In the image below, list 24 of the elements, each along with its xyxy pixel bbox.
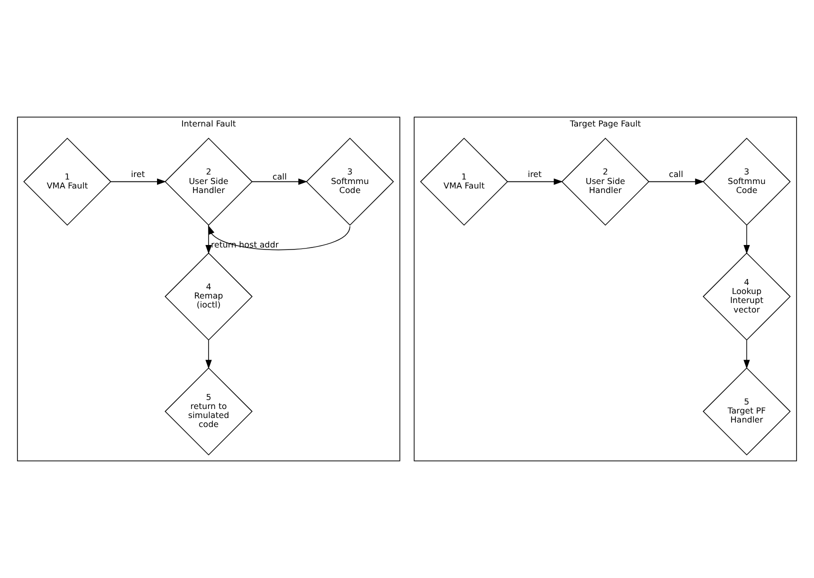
arrow	[208, 225, 350, 250]
node-diamond: 5 Target PF Handler	[702, 367, 791, 456]
node-diamond: 5 return to simulated code	[164, 367, 253, 456]
arrow	[507, 178, 563, 185]
node-diamond: 1 VMA Fault	[420, 138, 508, 226]
arrow	[252, 178, 308, 185]
node-diamond: 4 Lookup Interupt vector	[702, 252, 791, 341]
edge-label: iret	[131, 169, 145, 179]
node-diamond: 3 Softmmu Code	[702, 138, 791, 226]
arrow	[205, 224, 212, 254]
edge-label: iret	[528, 169, 542, 179]
edge-label: call	[272, 171, 287, 182]
arrow	[744, 224, 750, 254]
edge-label: call	[668, 169, 684, 179]
node-diamond: 3 Softmmu Code	[306, 138, 394, 226]
node-diamond: 2 User Side Handler	[164, 138, 253, 226]
arrow	[205, 340, 212, 369]
arrow	[110, 178, 166, 185]
node-diamond: 1 VMA Fault	[23, 138, 112, 226]
arrow	[648, 178, 704, 185]
node-diamond: 4 Remap (ioctl)	[164, 252, 253, 341]
node-diamond: 2 User Side Handler	[561, 138, 650, 226]
arrow	[744, 340, 750, 369]
edge-label: return host addr	[211, 239, 279, 250]
